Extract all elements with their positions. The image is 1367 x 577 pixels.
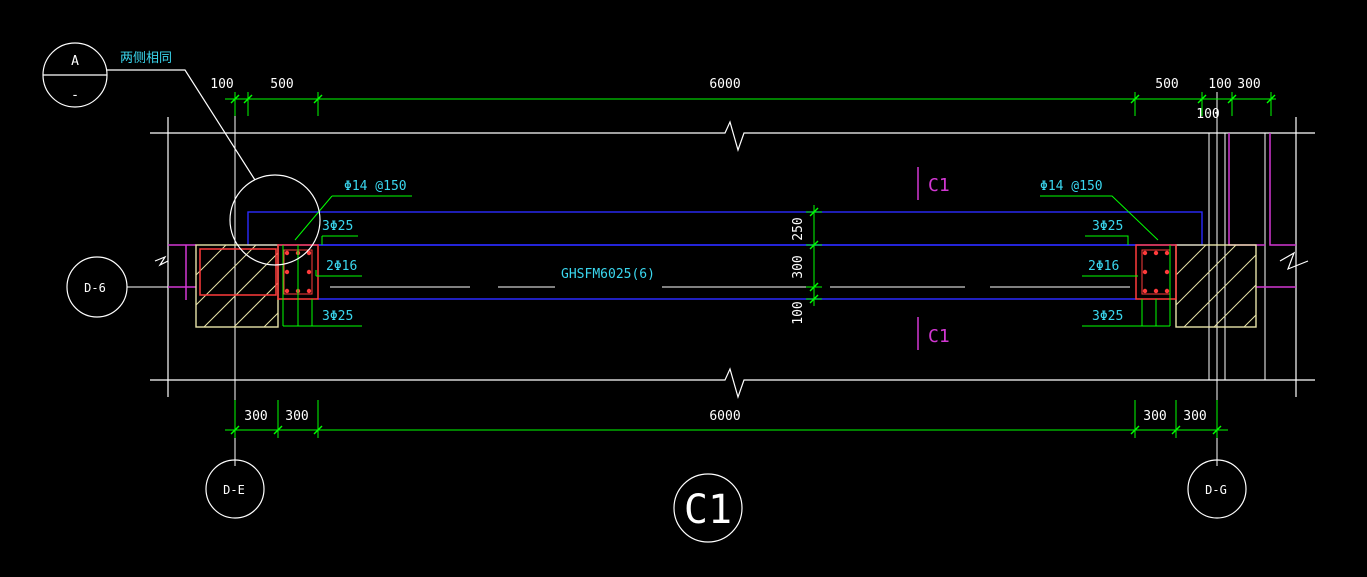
axis-label-bottom-left: D-E [223, 483, 245, 497]
wall-lines [150, 117, 1315, 399]
section-mark-top: C1 [928, 175, 950, 196]
axis-bubbles [66, 256, 1247, 519]
left-bottom-bars: 3Φ25 [322, 309, 353, 324]
vert-dim-3: 100 [791, 301, 806, 324]
left-stirrup: Φ14 @150 [344, 179, 407, 194]
axis-label-left: D-6 [84, 281, 106, 295]
right-stirrup: Φ14 @150 [1040, 179, 1103, 194]
detail-note: 两侧相同 [120, 51, 172, 66]
bottom-dim-4: 300 [1143, 409, 1166, 424]
top-dim-6: 300 [1237, 77, 1260, 92]
left-side-bars: 2Φ16 [326, 259, 357, 274]
title-circle [673, 473, 743, 543]
column-right [1135, 244, 1257, 328]
axis-label-bottom-right: D-G [1205, 483, 1227, 497]
left-top-bars: 3Φ25 [322, 219, 353, 234]
rebar-leaders [282, 195, 1171, 327]
bottom-dim-3: 6000 [709, 409, 740, 424]
vert-dim-1: 250 [791, 217, 806, 240]
top-dim-5: 100 [1208, 77, 1231, 92]
top-dim-1: 100 [210, 77, 233, 92]
right-side-bars: 2Φ16 [1088, 259, 1119, 274]
drawing-title: C1 [684, 487, 732, 533]
dimension-lines [225, 92, 1276, 438]
top-dim-extra: 100 [1196, 107, 1219, 122]
vert-dim-2: 300 [791, 255, 806, 278]
top-dim-4: 500 [1155, 77, 1178, 92]
top-dim-3: 6000 [709, 77, 740, 92]
beam-label: GHSFM6025(6) [561, 267, 655, 282]
detail-sub: - [71, 88, 79, 103]
bottom-dim-2: 300 [285, 409, 308, 424]
detail-callout [42, 42, 321, 266]
detail-letter: A [71, 54, 79, 69]
top-dim-2: 500 [270, 77, 293, 92]
right-bottom-bars: 3Φ25 [1092, 309, 1123, 324]
section-mark-bottom: C1 [928, 326, 950, 347]
beam-outline [247, 211, 1203, 300]
bottom-dim-1: 300 [244, 409, 267, 424]
right-top-bars: 3Φ25 [1092, 219, 1123, 234]
bottom-dim-5: 300 [1183, 409, 1206, 424]
